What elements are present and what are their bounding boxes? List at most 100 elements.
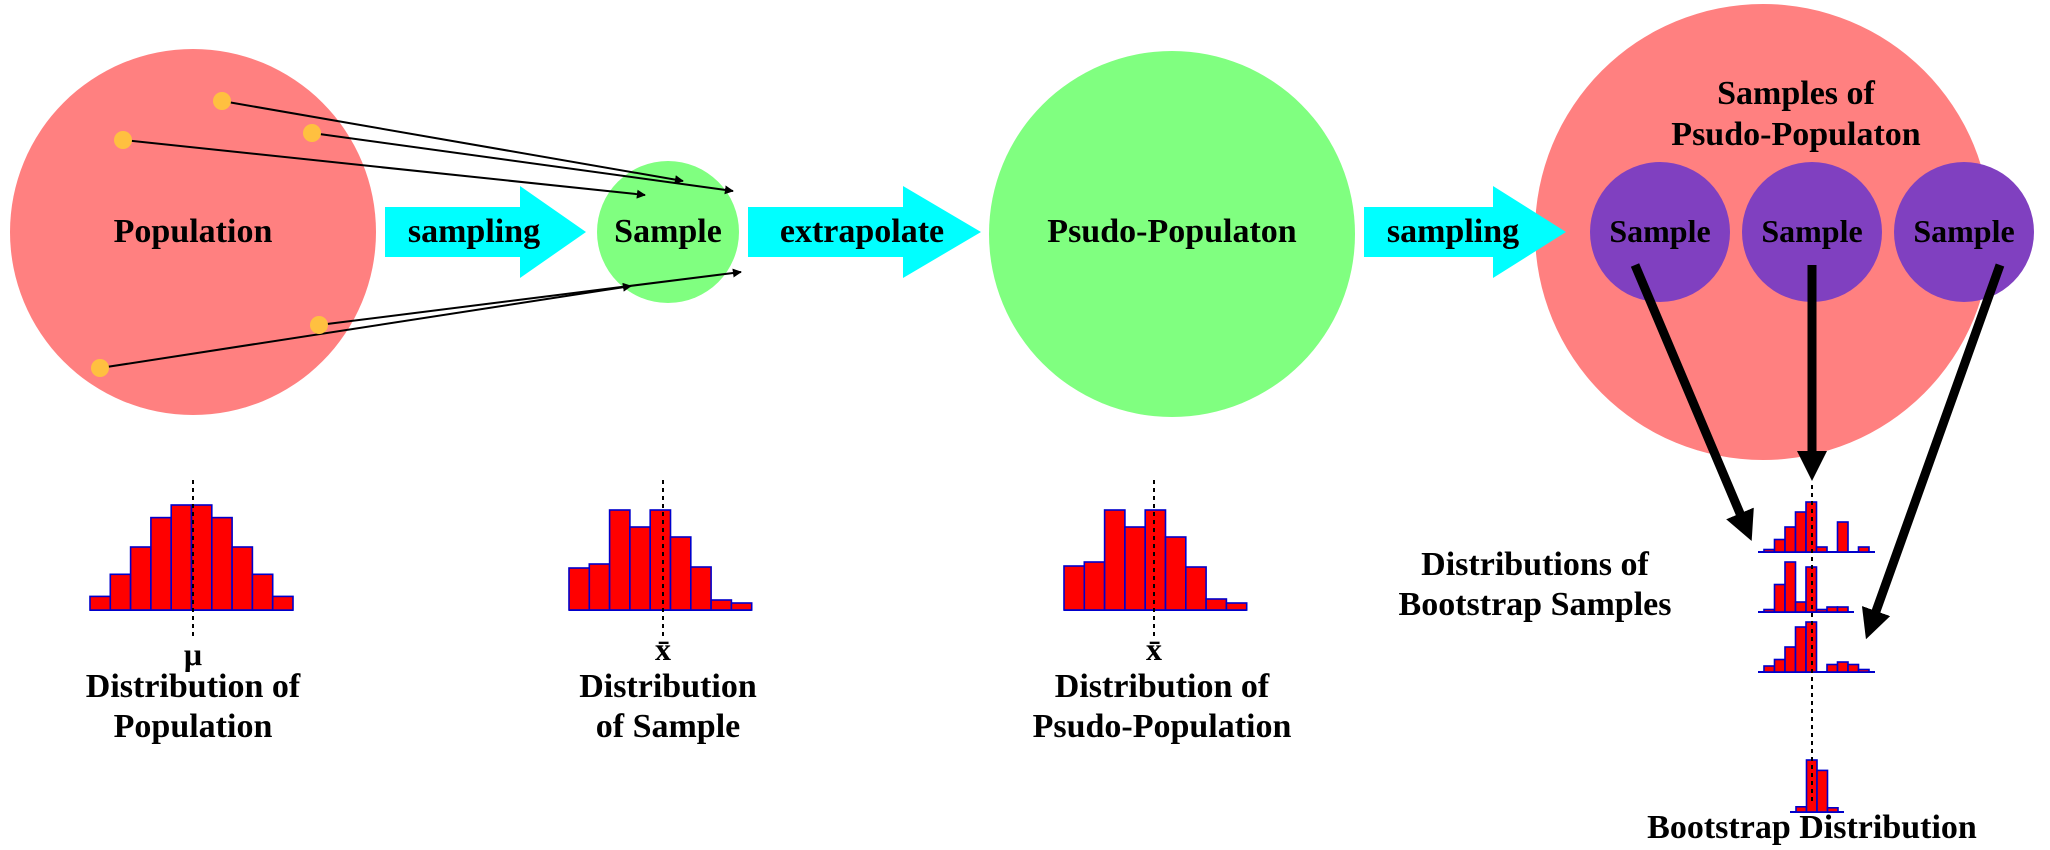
histogram-bar — [1815, 608, 1828, 613]
sample-histogram — [568, 509, 753, 611]
bootstrap-distribution-label: Bootstrap Distribution — [1647, 809, 1977, 846]
histogram-bar — [1144, 509, 1167, 611]
population-distribution-label: Population — [114, 708, 273, 745]
histogram-bar — [1794, 601, 1807, 613]
histogram-bar — [1063, 565, 1086, 611]
population-point — [310, 316, 328, 334]
histogram-bar — [568, 567, 591, 611]
bootstrap-sample-circle — [1590, 162, 1730, 302]
histogram-bar — [89, 595, 112, 611]
bootstrap-sample-arrow — [1630, 263, 1754, 542]
population-label: Population — [114, 213, 273, 250]
histogram-bar — [1103, 509, 1126, 611]
bootstrap-sample-label: Sample — [1913, 213, 2014, 249]
histogram-bar — [1225, 602, 1248, 611]
histogram-bar — [1847, 663, 1860, 673]
samples-of-pseudo-title-line2: Psudo-Populaton — [1671, 116, 1920, 153]
histogram-bar — [170, 504, 193, 611]
bootstrap-distribution-histogram — [1790, 759, 1844, 813]
population-point — [91, 359, 109, 377]
pseudo-population-label: Psudo-Populaton — [1047, 213, 1296, 250]
bootstrap-samples-distribution-label: Distributions of — [1421, 546, 1649, 583]
histogram-bar — [1773, 583, 1786, 613]
population-point — [303, 124, 321, 142]
bootstrap-samples-distribution-label: Bootstrap Samples — [1399, 586, 1672, 623]
sampling-arrow-label: sampling — [408, 213, 540, 250]
samples-of-pseudo-title-line1: Samples of — [1717, 75, 1875, 112]
pseudo-distribution-label: Psudo-Population — [1033, 708, 1292, 745]
pseudo-population-histogram — [1063, 509, 1248, 611]
sampling-line — [221, 100, 684, 185]
sample-distribution-label: of Sample — [596, 708, 741, 745]
histogram-bar — [649, 509, 672, 611]
histogram-bar — [129, 546, 152, 611]
sampling-line — [311, 132, 734, 195]
extrapolate-arrow-shape — [748, 186, 981, 278]
histogram-bar — [1205, 598, 1228, 611]
histogram-bar — [1784, 646, 1797, 673]
sample-circle — [597, 161, 739, 303]
histogram-bar — [1185, 566, 1207, 611]
histogram-bar — [1164, 536, 1187, 611]
histogram-bar — [1784, 526, 1797, 553]
histogram-bar — [1857, 546, 1870, 553]
histogram-bar — [1826, 606, 1839, 613]
histogram-bar — [251, 573, 274, 611]
histogram-bar — [1763, 665, 1776, 673]
sample-mean-symbol: x̄ — [655, 631, 671, 667]
bootstrap-sample-histogram — [1758, 561, 1854, 613]
histogram-bar — [710, 599, 733, 611]
bootstrap-sample-histogram — [1758, 501, 1875, 553]
extrapolate-arrow-label: extrapolate — [780, 213, 944, 250]
sample-label: Sample — [614, 213, 722, 250]
bootstrap-sample-circle — [1742, 162, 1882, 302]
sample-distribution-label: Distribution — [579, 668, 757, 705]
population-point — [213, 92, 231, 110]
bootstrap-sample-histogram — [1758, 621, 1875, 673]
histogram-bar — [1763, 608, 1776, 613]
population-distribution-label: Distribution of — [86, 668, 301, 705]
bootstrap-sample-arrow — [1861, 263, 2005, 640]
bootstrap-sample-label: Sample — [1609, 213, 1710, 249]
population-histogram — [89, 504, 294, 611]
histogram-bar — [211, 516, 233, 611]
histogram-bar — [730, 602, 753, 611]
histogram-bar — [1816, 769, 1829, 813]
histogram-bar — [1836, 661, 1849, 673]
histogram-bar — [1773, 658, 1786, 673]
histogram-bar — [608, 509, 631, 611]
histogram-bar — [231, 546, 254, 611]
histogram-bar — [1857, 668, 1870, 673]
sampling-line — [99, 282, 632, 369]
histogram-bar — [271, 595, 294, 611]
histogram-bar — [1794, 626, 1807, 673]
histogram-bar — [1826, 663, 1839, 673]
sampling-line — [122, 139, 646, 199]
histogram-bar — [1124, 526, 1147, 611]
histogram-bar — [1794, 511, 1807, 553]
histogram-bar — [1836, 521, 1849, 553]
bootstrap-sample-label: Sample — [1761, 213, 1862, 249]
pseudo-population-circle — [989, 51, 1355, 417]
histogram-bar — [150, 516, 172, 611]
histogram-bar — [669, 536, 692, 611]
pseudo-distribution-label: Distribution of — [1055, 668, 1270, 705]
histogram-bar — [689, 566, 712, 611]
histogram-bar — [1815, 546, 1828, 553]
population-point — [114, 131, 132, 149]
histogram-bar — [1836, 606, 1849, 613]
histogram-bar — [190, 504, 213, 611]
histogram-bar — [109, 573, 132, 611]
histogram-bar — [1784, 561, 1797, 613]
histogram-bar — [1826, 806, 1839, 813]
sampling-arrow-label: sampling — [1387, 213, 1519, 250]
population-circle — [10, 49, 376, 415]
histogram-bar — [1773, 538, 1786, 553]
sampling-arrow-shape — [1364, 186, 1566, 278]
population-mean-symbol: μ — [184, 636, 202, 672]
histogram-bar — [1763, 548, 1776, 553]
sampling-line — [318, 268, 742, 326]
histogram-bar — [1083, 561, 1106, 611]
